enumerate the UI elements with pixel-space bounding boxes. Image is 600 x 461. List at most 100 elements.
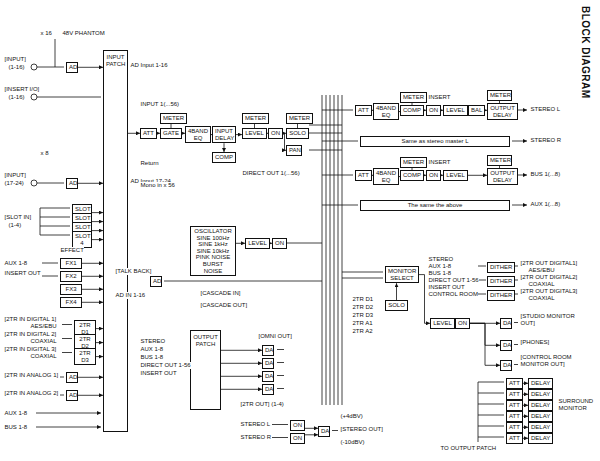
box-label: METER [289, 115, 310, 122]
block-box: DELAY [528, 378, 553, 389]
input-jack [31, 64, 37, 70]
signal-label: [INPUT] [4, 56, 26, 63]
block-box: DA [500, 360, 512, 371]
signal-connector [305, 428, 318, 429]
box-label: DA [503, 342, 509, 349]
box-label: DELAY [531, 435, 550, 442]
signal-connector [92, 230, 103, 231]
block-box: AD [150, 276, 162, 287]
signal-label: COAXIAL [30, 338, 57, 345]
box-label: ON [293, 435, 302, 442]
signal-label: [2TR IN ANALOG 1] [4, 372, 59, 379]
stereo-out-wire [272, 425, 338, 438]
box-label: ATT [509, 380, 520, 387]
block-box: 2TR D3 [74, 348, 96, 365]
block-box: FX3 [60, 284, 82, 295]
box-label: DITHER [490, 278, 512, 285]
signal-connector [305, 434, 318, 435]
box-label: The same the above [363, 202, 507, 209]
box-label: MONITOR SELECT [388, 268, 416, 281]
block-box: METER [487, 90, 512, 101]
box-label: SINE 10kHz [193, 248, 233, 255]
slot-wire [40, 208, 70, 235]
box-label: SOLO [289, 130, 306, 137]
block-box: ON [426, 170, 441, 181]
signal-connector [221, 363, 262, 364]
box-label: FX3 [63, 286, 79, 293]
block-box: OUTPUT PATCH [190, 330, 221, 410]
box-label: AD [69, 64, 75, 71]
block-box: DITHER [487, 276, 515, 287]
signal-connector [468, 175, 487, 176]
box-label: ATT [509, 391, 520, 398]
block-box: DELAY [528, 400, 553, 411]
signal-label: STEREO [428, 256, 454, 263]
block-box: DELAY [528, 411, 553, 422]
box-label: PINK NOISE [193, 254, 233, 261]
signal-connector [82, 302, 103, 303]
signal-connector [221, 350, 262, 351]
signal-label: DIRECT OUT 1(...56) [242, 170, 300, 177]
signal-label: [CASCADE IN] [200, 290, 241, 297]
signal-label: 2TR D1 [352, 296, 374, 303]
block-box: MONITOR SELECT [385, 266, 419, 283]
signal-connector [92, 212, 103, 213]
box-label: COMP [403, 107, 421, 114]
box-label: LEVEL [433, 320, 452, 327]
signal-label: AES/EBU [30, 323, 57, 330]
signal-label: BUS 1-8 [140, 354, 164, 361]
block-box: SOLO [385, 300, 408, 311]
box-label: 4BAND EQ [376, 105, 396, 118]
patch-input-wire [36, 427, 101, 428]
box-label: COMP [215, 154, 233, 161]
block-box: ATT [506, 433, 523, 444]
box-label: SINE 100Hz [193, 235, 233, 242]
block-box: ATT [506, 400, 523, 411]
signal-label: COAXIAL [528, 281, 555, 288]
block-box: SLOT 4 [72, 231, 92, 248]
block-box: METER [242, 113, 269, 124]
block-box: FX1 [60, 258, 82, 269]
box-label: DELAY [531, 391, 550, 398]
signal-label: EFFECT [60, 247, 84, 254]
box-label: FX1 [63, 260, 79, 267]
signal-label: [CASCADE OUT] [200, 302, 248, 309]
block-box: OUTPUT DELAY [487, 103, 518, 120]
signal-label: AUX 1-8 [428, 263, 452, 270]
box-label: FX4 [63, 299, 79, 306]
oscillator-wire [164, 243, 322, 281]
block-box: ON [426, 105, 441, 116]
block-box: 4BAND EQ [373, 103, 399, 120]
box-label: ATT [509, 413, 520, 420]
channel-to-bus-wire [309, 125, 342, 150]
box-label: 4BAND EQ [188, 128, 208, 141]
signal-connector [221, 376, 262, 377]
box-label: ATT [509, 402, 520, 409]
box-label: 2TR D3 [77, 350, 93, 363]
patch-input-wire [36, 413, 101, 414]
signal-label: STEREO L [530, 106, 561, 113]
signal-connector [396, 283, 397, 300]
signal-label: COAXIAL [528, 295, 555, 302]
box-label: DA [321, 428, 327, 435]
signal-connector [78, 183, 103, 184]
box-label: DELAY [531, 424, 550, 431]
diagram-title: BLOCK DIAGRAM [580, 6, 591, 99]
omni-out-wire [277, 350, 284, 389]
box-label: SLOT 4 [75, 233, 89, 246]
block-box: DA [318, 426, 330, 437]
block-box: DA [262, 371, 274, 382]
signal-label: COAXIAL [30, 353, 57, 360]
bus-to-master-wire [322, 110, 358, 205]
box-label: ATT [509, 424, 520, 431]
box-label: ATT [358, 107, 369, 114]
block-box: METER [487, 155, 512, 166]
box-label: ATT [143, 130, 154, 137]
box-label: INPUT PATCH [106, 54, 125, 67]
box-label: AD [69, 374, 75, 381]
block-box: DA [500, 318, 512, 329]
block-box: ATT [506, 411, 523, 422]
box-label: ATT [358, 172, 369, 179]
box-label: OUTPUT DELAY [490, 170, 515, 183]
block-box: LEVEL [245, 238, 270, 249]
